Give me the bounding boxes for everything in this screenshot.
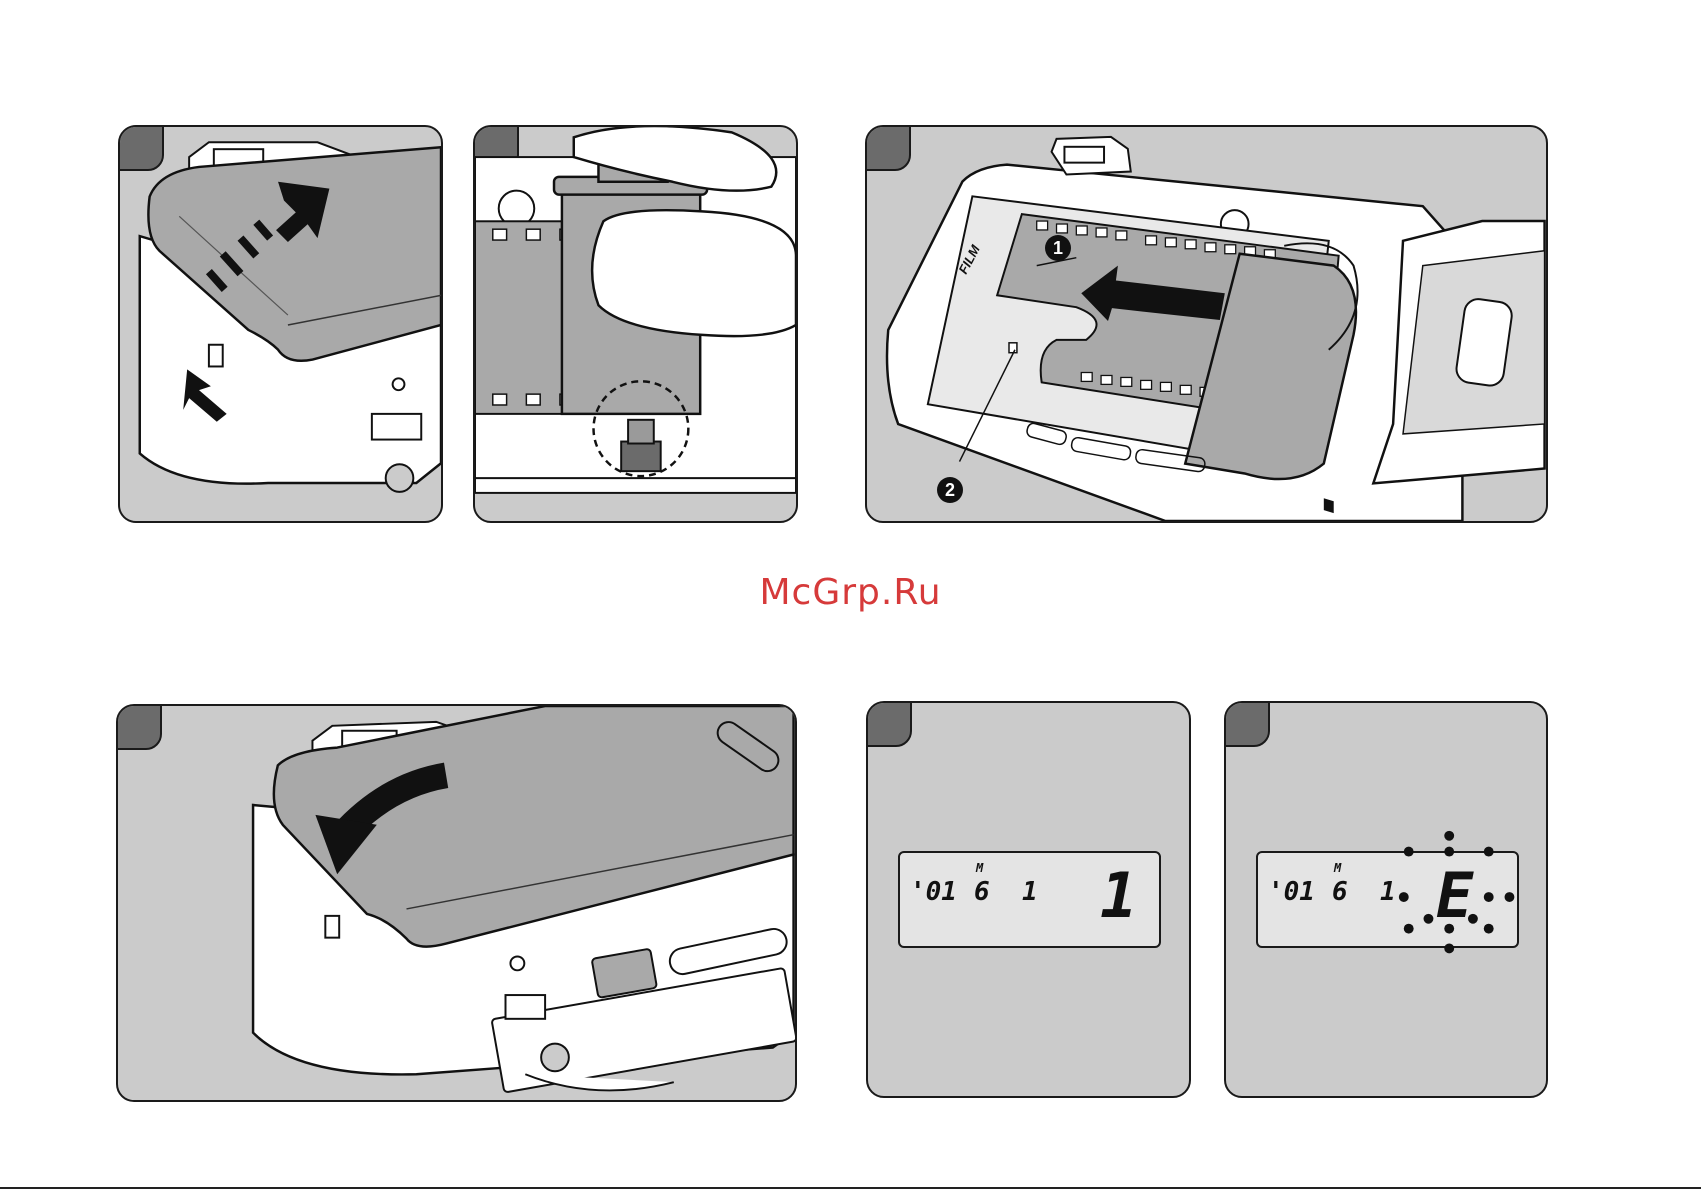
step-panel-lcd-empty-indicator: '01 M 6 1 E: [1224, 701, 1548, 1098]
film-cartridge-insert-illustration: [475, 127, 796, 521]
lcd-month: 6: [974, 877, 990, 907]
step-panel-insert-cartridge: [473, 125, 798, 523]
lcd-frame-counter: 1: [1100, 859, 1137, 932]
step-number-tab: [866, 701, 912, 747]
lcd-day: 1: [1022, 877, 1038, 907]
callout-number-1: 1: [1045, 235, 1071, 261]
lcd-month-mark: M: [976, 861, 983, 875]
camera-open-cover-illustration: [120, 127, 441, 521]
lcd-date-year: '01: [910, 877, 957, 907]
step-panel-close-cover: [116, 704, 797, 1102]
film-leader-alignment-illustration: [867, 127, 1546, 521]
blink-indicator-dots: [1226, 703, 1546, 1096]
watermark-text: McGrp.Ru: [0, 572, 1701, 613]
callout-number-2: 2: [937, 477, 963, 503]
step-panel-lcd-frame-count: '01 M 6 1 1: [866, 701, 1191, 1098]
step-panel-open-cover: [118, 125, 443, 523]
step-panel-pull-film-leader: 1 2 FILM: [865, 125, 1548, 523]
lcd-display: '01 M 6 1 1: [898, 851, 1161, 948]
camera-close-cover-illustration: [118, 706, 795, 1100]
